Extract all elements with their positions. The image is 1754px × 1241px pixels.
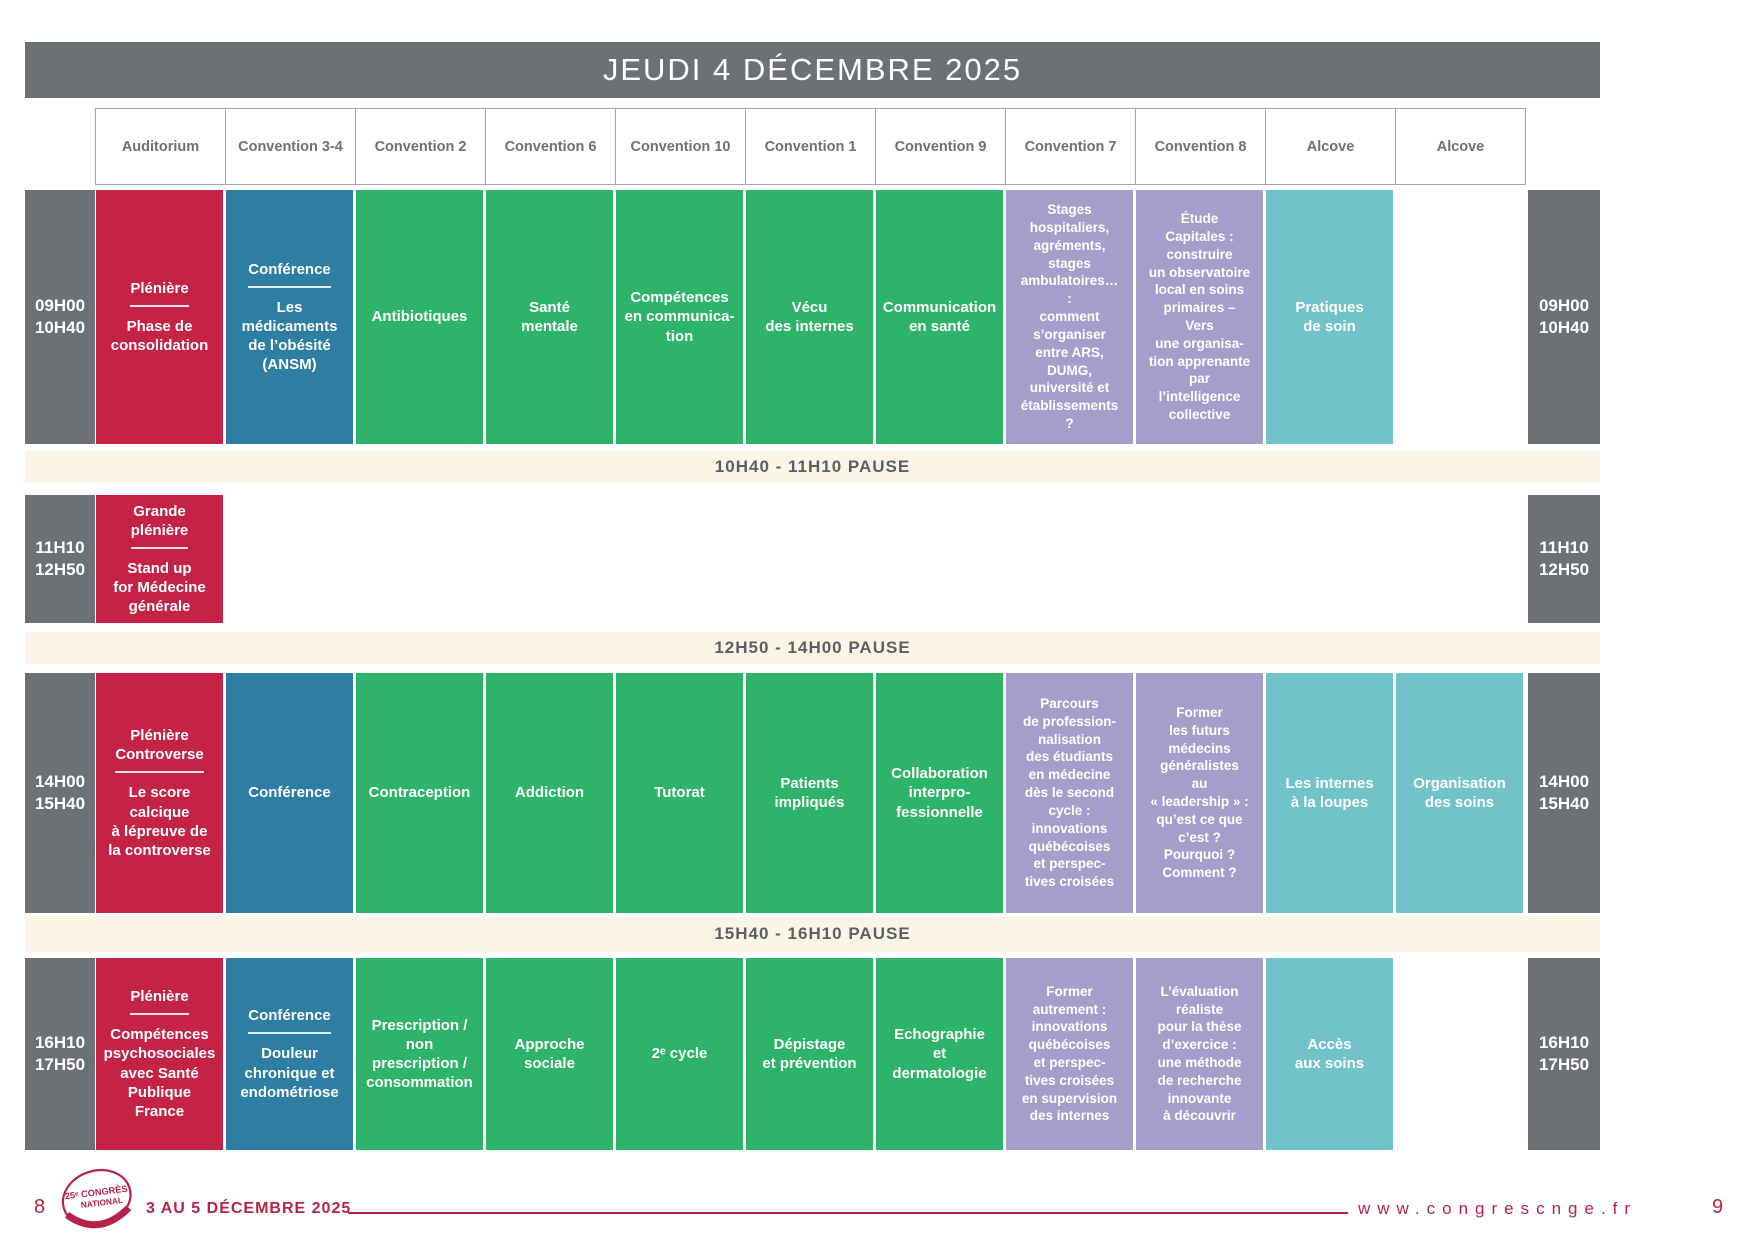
session-cell-r1-convention-2: Antibiotiques — [356, 190, 483, 444]
session-cell-r3-convention-1: Patients impliqués — [746, 673, 873, 913]
congress-logo: 25ᵉ CONGRÈS NATIONAL — [61, 1169, 132, 1229]
day-title: JEUDI 4 DÉCEMBRE 2025 — [602, 52, 1023, 87]
column-header-convention-9: Convention 9 — [875, 108, 1006, 185]
session-cell-r3-convention-9: Collaboration interpro- fessionnelle — [876, 673, 1003, 913]
session-cell-r4-convention-6: Approche sociale — [486, 958, 613, 1150]
session-cell-r1-convention-10: Compétences en communica- tion — [616, 190, 743, 444]
session-title: Compétences psychosociales avec Santé Pu… — [103, 1026, 216, 1120]
column-header-row: Auditorium Convention 3-4 Convention 2 C… — [95, 108, 1526, 185]
session-cell-r2-auditorium: Grande plénière Stand up for Médecine gé… — [96, 495, 223, 623]
session-row-1110: 11H10 12H50 Grande plénière Stand up for… — [0, 495, 1754, 623]
session-cell-r3-convention-10: Tutorat — [616, 673, 743, 913]
session-cell-r3-convention-2: Contraception — [356, 673, 483, 913]
session-title: Les médicaments de l’obésité (ANSM) — [241, 298, 338, 374]
page-number-right: 9 — [1712, 1196, 1724, 1218]
session-cell-r1-convention-1: Vécu des internes — [746, 190, 873, 444]
session-cell-r4-convention-1: Dépistage et prévention — [746, 958, 873, 1150]
time-range-left: 11H10 12H50 — [25, 495, 95, 623]
session-title: Phase de consolidation — [110, 317, 209, 355]
session-type-label: Plénière — [130, 987, 189, 1016]
column-header-convention-2: Convention 2 — [355, 108, 486, 185]
pause-band-2: 12H50 - 14H00 PAUSE — [25, 632, 1600, 664]
column-header-convention-1: Convention 1 — [745, 108, 876, 185]
session-cell-r1-convention-6: Santé mentale — [486, 190, 613, 444]
pause-label: 12H50 - 14H00 PAUSE — [714, 638, 911, 657]
session-cell-r3-convention-8: Former les futurs médecins généralistes … — [1136, 673, 1263, 913]
column-header-convention-6: Convention 6 — [485, 108, 616, 185]
pause-label: 15H40 - 16H10 PAUSE — [714, 924, 911, 943]
page-number-left: 8 — [34, 1196, 46, 1218]
column-header-convention-3-4: Convention 3-4 — [225, 108, 356, 185]
column-header-alcove-1: Alcove — [1265, 108, 1396, 185]
column-header-convention-8: Convention 8 — [1135, 108, 1266, 185]
column-header-convention-7: Convention 7 — [1005, 108, 1136, 185]
session-type-label: Conférence — [248, 1006, 331, 1035]
time-range-right: 09H00 10H40 — [1528, 190, 1600, 444]
day-title-bar: JEUDI 4 DÉCEMBRE 2025 — [25, 42, 1600, 98]
time-range-right: 14H00 15H40 — [1528, 673, 1600, 913]
session-type-label: Grande plénière — [130, 502, 189, 549]
session-cell-r3-convention-6: Addiction — [486, 673, 613, 913]
session-title: Le score calcique à lépreuve de la contr… — [108, 784, 211, 859]
session-row-1400: 14H00 15H40 Plénière Controverse Le scor… — [0, 673, 1754, 913]
session-type-label: Conférence — [248, 260, 331, 288]
session-cell-r1-convention-3-4: Conférence Les médicaments de l’obésité … — [226, 190, 353, 444]
pause-label: 10H40 - 11H10 PAUSE — [714, 457, 911, 476]
session-cell-r3-convention-7: Parcours de profession- nalisation des é… — [1006, 673, 1133, 913]
session-cell-r4-convention-8: L’évaluation réaliste pour la thèse d’ex… — [1136, 958, 1263, 1150]
session-cell-r4-convention-9: Echographie et dermatologie — [876, 958, 1003, 1150]
session-cell-r3-auditorium: Plénière Controverse Le score calcique à… — [96, 673, 223, 913]
column-header-convention-10: Convention 10 — [615, 108, 746, 185]
session-cell-r3-alcove-1: Les internes à la loupes — [1266, 673, 1393, 913]
column-header-alcove-2: Alcove — [1395, 108, 1526, 185]
column-header-auditorium: Auditorium — [95, 108, 226, 185]
session-cell-r4-convention-10: 2ᵉ cycle — [616, 958, 743, 1150]
footer-website-link[interactable]: www.congrescnge.fr — [1358, 1199, 1638, 1218]
pause-band-1: 10H40 - 11H10 PAUSE — [25, 451, 1600, 483]
session-cell-r1-convention-9: Communication en santé — [876, 190, 1003, 444]
session-cell-r1-convention-8: Étude Capitales : construire un observat… — [1136, 190, 1263, 444]
time-range-left: 14H00 15H40 — [25, 673, 95, 913]
session-type-label: Plénière — [130, 279, 189, 307]
session-type-label: Plénière Controverse — [115, 726, 204, 774]
time-range-right: 16H10 17H50 — [1528, 958, 1600, 1150]
session-title: Douleur chronique et endométriose — [240, 1045, 339, 1101]
pause-band-3: 15H40 - 16H10 PAUSE — [25, 916, 1600, 952]
time-range-left: 09H00 10H40 — [25, 190, 95, 444]
session-cell-r4-alcove-1: Accès aux soins — [1266, 958, 1393, 1150]
session-row-1610: 16H10 17H50 Plénière Compétences psychos… — [0, 958, 1754, 1150]
time-range-right: 11H10 12H50 — [1528, 495, 1600, 623]
time-range-left: 16H10 17H50 — [25, 958, 95, 1150]
session-cell-r4-convention-3-4: Conférence Douleur chronique et endométr… — [226, 958, 353, 1150]
footer-divider-line — [348, 1212, 1348, 1214]
session-cell-r3-convention-3-4: Conférence — [226, 673, 353, 913]
session-title: Stand up for Médecine générale — [113, 559, 206, 616]
session-cell-r4-auditorium: Plénière Compétences psychosociales avec… — [96, 958, 223, 1150]
session-cell-r1-alcove-1: Pratiques de soin — [1266, 190, 1393, 444]
session-cell-r4-convention-7: Former autrement : innovations québécois… — [1006, 958, 1133, 1150]
session-row-0900: 09H00 10H40 Plénière Phase de consolidat… — [0, 190, 1754, 444]
session-cell-r1-auditorium: Plénière Phase de consolidation — [96, 190, 223, 444]
session-cell-r4-convention-2: Prescription / non prescription / consom… — [356, 958, 483, 1150]
session-cell-r1-convention-7: Stages hospitaliers, agréments, stages a… — [1006, 190, 1133, 444]
footer-dates: 3 AU 5 DÉCEMBRE 2025 — [146, 1200, 352, 1217]
session-cell-r3-alcove-2: Organisation des soins — [1396, 673, 1523, 913]
